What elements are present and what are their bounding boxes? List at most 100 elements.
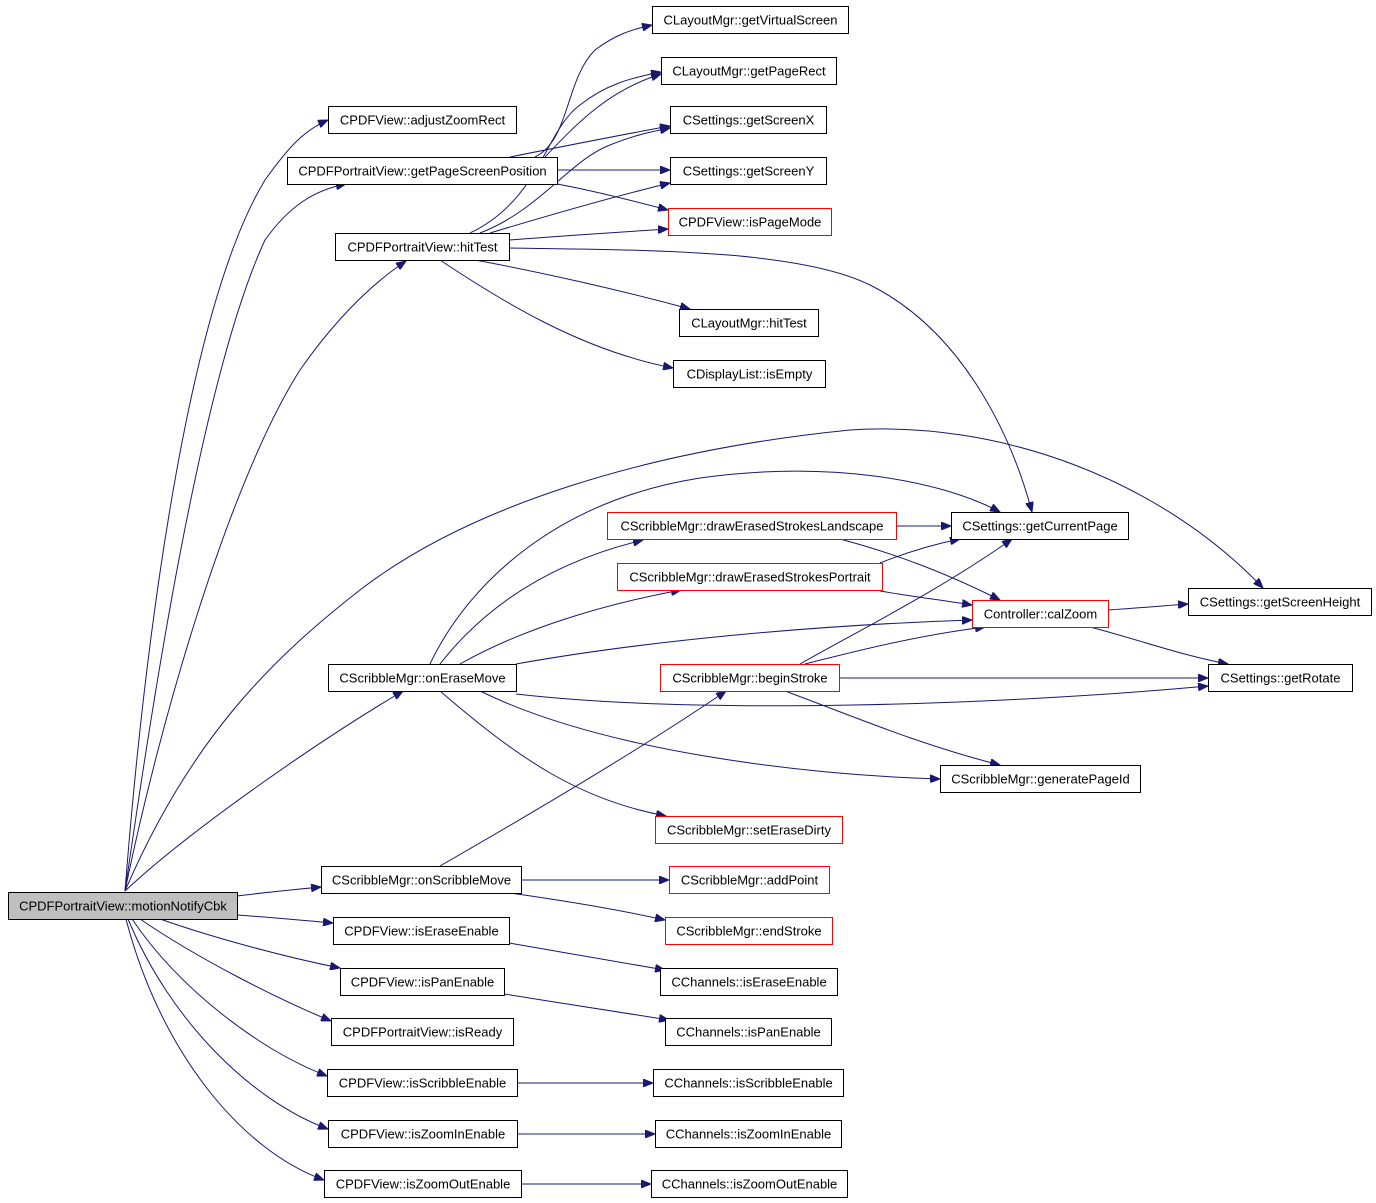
edge-motionNotifyCbk-to-getScreenHeight: [124, 428, 1263, 892]
node-motionNotifyCbk[interactable]: CPDFPortraitView::motionNotifyCbk: [8, 892, 238, 920]
node-addPoint[interactable]: CScribbleMgr::addPoint: [669, 866, 830, 894]
node-getPageRect[interactable]: CLayoutMgr::getPageRect: [661, 57, 837, 85]
node-getScreenY[interactable]: CSettings::getScreenY: [670, 157, 827, 185]
node-drawPortrait[interactable]: CScribbleMgr::drawErasedStrokesPortrait: [617, 563, 883, 591]
edge-beginStroke-to-calZoom: [804, 627, 985, 665]
node-label: CChannels::isScribbleEnable: [664, 1076, 832, 1091]
node-calZoom[interactable]: Controller::calZoom: [972, 600, 1109, 628]
node-onEraseMove[interactable]: CScribbleMgr::onEraseMove: [328, 664, 517, 692]
node-box: [660, 968, 838, 996]
node-chIsPanEnable[interactable]: CChannels::isPanEnable: [665, 1018, 832, 1046]
edge-onEraseMove-to-setEraseDirty: [439, 690, 666, 816]
node-beginStroke[interactable]: CScribbleMgr::beginStroke: [660, 664, 840, 692]
node-box: [333, 917, 510, 945]
node-getCurrentPage[interactable]: CSettings::getCurrentPage: [951, 512, 1129, 540]
node-pvHitTest[interactable]: CPDFPortraitView::hitTest: [335, 233, 510, 261]
node-label: CPDFView::isScribbleEnable: [339, 1076, 506, 1091]
node-label: CPDFPortraitView::hitTest: [347, 240, 497, 255]
node-generatePageId[interactable]: CScribbleMgr::generatePageId: [940, 765, 1141, 793]
edge-drawPortrait-to-getCurrentPage: [879, 539, 960, 564]
edge-pvHitTest-to-getPageRect: [469, 72, 661, 234]
node-box: [655, 1120, 842, 1148]
node-isReady[interactable]: CPDFPortraitView::isReady: [331, 1018, 514, 1046]
edge-onEraseMove-to-getRotate: [515, 686, 1208, 707]
node-drawLandscape[interactable]: CScribbleMgr::drawErasedStrokesLandscape: [607, 512, 897, 540]
edge-motionNotifyCbk-to-isReady: [139, 918, 331, 1021]
node-box: [652, 6, 849, 34]
node-isEraseEnable[interactable]: CPDFView::isEraseEnable: [333, 917, 510, 945]
edge-motionNotifyCbk-to-isZoomInEnable: [127, 918, 328, 1129]
edge-beginStroke-to-getCurrentPage: [799, 539, 1012, 665]
edge-motionNotifyCbk-to-onScribbleMove: [236, 887, 321, 897]
node-isEmpty[interactable]: CDisplayList::isEmpty: [673, 360, 826, 388]
edge-drawPortrait-to-calZoom: [879, 590, 972, 605]
node-label: CChannels::isEraseEnable: [671, 975, 826, 990]
node-box: [668, 208, 832, 236]
node-label: Controller::calZoom: [984, 607, 1097, 622]
edge-motionNotifyCbk-to-isEraseEnable: [236, 914, 333, 923]
node-label: CPDFView::isPageMode: [679, 215, 822, 230]
node-chIsZoomInEnable[interactable]: CChannels::isZoomInEnable: [655, 1120, 842, 1148]
node-box: [665, 1018, 832, 1046]
node-getPageScreenPosition[interactable]: CPDFPortraitView::getPageScreenPosition: [287, 157, 558, 185]
node-getVirtualScreen[interactable]: CLayoutMgr::getVirtualScreen: [652, 6, 849, 34]
node-endStroke[interactable]: CScribbleMgr::endStroke: [665, 917, 833, 945]
node-label: CPDFPortraitView::isReady: [343, 1025, 503, 1040]
node-box: [679, 309, 819, 337]
node-box: [660, 664, 840, 692]
node-isScribbleEnable[interactable]: CPDFView::isScribbleEnable: [327, 1069, 518, 1097]
node-lmHitTest[interactable]: CLayoutMgr::hitTest: [679, 309, 819, 337]
edge-pvHitTest-to-getCurrentPage: [508, 247, 1032, 512]
node-box: [651, 1170, 848, 1198]
edge-drawLandscape-to-calZoom: [839, 538, 1000, 600]
edge-pvHitTest-to-isEmpty: [439, 259, 673, 368]
node-label: CScribbleMgr::setEraseDirty: [667, 823, 831, 838]
node-box: [940, 765, 1141, 793]
node-label: CScribbleMgr::drawErasedStrokesLandscape: [620, 519, 883, 534]
edge-isPanEnable-to-chIsPanEnable: [503, 993, 669, 1020]
edge-calZoom-to-getScreenHeight: [1107, 604, 1188, 611]
edge-motionNotifyCbk-to-isZoomOutEnable: [125, 918, 324, 1180]
node-getRotate[interactable]: CSettings::getRotate: [1208, 664, 1353, 692]
node-label: CScribbleMgr::generatePageId: [951, 772, 1130, 787]
edge-calZoom-to-getRotate: [1089, 626, 1228, 664]
node-setEraseDirty[interactable]: CScribbleMgr::setEraseDirty: [655, 816, 843, 844]
node-label: CSettings::getScreenHeight: [1200, 595, 1361, 610]
node-box: [617, 563, 883, 591]
edge-motionNotifyCbk-to-onEraseMove: [124, 691, 403, 892]
node-isPanEnable[interactable]: CPDFView::isPanEnable: [340, 968, 505, 996]
edge-onEraseMove-to-calZoom: [515, 620, 972, 665]
node-box: [661, 57, 837, 85]
node-isZoomInEnable[interactable]: CPDFView::isZoomInEnable: [328, 1120, 518, 1148]
node-isZoomOutEnable[interactable]: CPDFView::isZoomOutEnable: [324, 1170, 522, 1198]
edge-isEraseEnable-to-chIsEraseEnable: [508, 942, 665, 970]
node-box: [327, 1069, 518, 1097]
node-label: CDisplayList::isEmpty: [687, 367, 813, 382]
node-label: CScribbleMgr::endStroke: [676, 924, 821, 939]
edge-motionNotifyCbk-to-isPanEnable: [159, 918, 340, 968]
node-box: [951, 512, 1129, 540]
node-label: CChannels::isPanEnable: [676, 1025, 821, 1040]
node-box: [669, 866, 830, 894]
node-isPageMode[interactable]: CPDFView::isPageMode: [668, 208, 832, 236]
node-box: [328, 664, 517, 692]
node-adjustZoomRect[interactable]: CPDFView::adjustZoomRect: [328, 106, 517, 134]
edge-motionNotifyCbk-to-pvHitTest: [124, 261, 406, 892]
node-label: CSettings::getCurrentPage: [962, 519, 1117, 534]
edge-pvHitTest-to-lmHitTest: [474, 259, 690, 309]
node-label: CSettings::getRotate: [1221, 671, 1341, 686]
edge-getPageScreenPosition-to-getScreenX: [509, 126, 670, 158]
edge-onEraseMove-to-drawLandscape: [439, 540, 643, 665]
node-chIsZoomOutEnable[interactable]: CChannels::isZoomOutEnable: [651, 1170, 848, 1198]
node-getScreenX[interactable]: CSettings::getScreenX: [670, 106, 827, 134]
node-chIsEraseEnable[interactable]: CChannels::isEraseEnable: [660, 968, 838, 996]
node-onScribbleMove[interactable]: CScribbleMgr::onScribbleMove: [321, 866, 522, 894]
node-getScreenHeight[interactable]: CSettings::getScreenHeight: [1188, 588, 1372, 616]
node-label: CPDFView::isZoomInEnable: [341, 1127, 506, 1142]
node-label: CSettings::getScreenX: [683, 113, 815, 128]
edge-getPageScreenPosition-to-getVirtualScreen: [534, 25, 652, 158]
node-label: CScribbleMgr::onScribbleMove: [332, 873, 511, 888]
node-chIsScribbleEnable[interactable]: CChannels::isScribbleEnable: [653, 1069, 844, 1097]
nodes-layer: CPDFPortraitView::motionNotifyCbkCPDFVie…: [8, 6, 1372, 1198]
node-label: CPDFPortraitView::motionNotifyCbk: [19, 899, 227, 914]
